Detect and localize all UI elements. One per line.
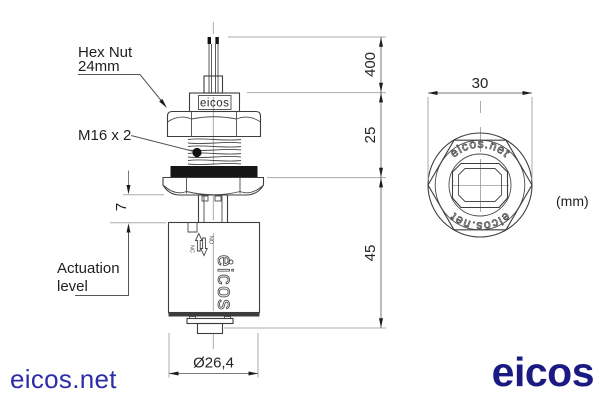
actuation-label-line1: Actuation bbox=[57, 260, 120, 277]
top-view-socket-outer bbox=[451, 162, 509, 209]
dimension-float-diameter: Ø26,4 bbox=[168, 333, 259, 378]
float-logo-text: eicos bbox=[213, 255, 236, 312]
switch-nc-label: NC bbox=[189, 245, 195, 253]
dim-30-text: 30 bbox=[472, 75, 489, 92]
top-view-inner-circle bbox=[434, 139, 526, 231]
cap-logo-text: eicos bbox=[200, 98, 229, 110]
hex-nut bbox=[166, 110, 262, 138]
bottom-flange bbox=[186, 316, 234, 335]
wire-tip-right bbox=[215, 37, 219, 44]
hex-nut-label-line1: Hex Nut bbox=[78, 44, 133, 61]
hex-nut-label-line2: 24mm bbox=[78, 58, 120, 75]
float-logo-mark-icon bbox=[228, 259, 234, 265]
switch-direction-icon bbox=[194, 232, 208, 257]
float-bottom-band bbox=[168, 312, 260, 317]
leader-dot bbox=[192, 147, 202, 158]
cable-wires bbox=[203, 37, 224, 94]
housing-cap: eicos bbox=[188, 92, 241, 113]
actuation-label-line2: level bbox=[57, 278, 88, 295]
units-note: (mm) bbox=[556, 193, 589, 209]
gasket bbox=[170, 166, 258, 178]
dimension-actuation-offset: 7 bbox=[110, 170, 166, 224]
dim-25-text: 25 bbox=[362, 127, 379, 144]
callout-thread-spec: M16 x 2 bbox=[78, 127, 202, 158]
dimension-top-width: 30 bbox=[427, 75, 533, 180]
top-view-hex-nut bbox=[427, 139, 533, 231]
switch-no-label: NO bbox=[208, 236, 214, 245]
front-view: eicos bbox=[162, 22, 265, 349]
dim-400-text: 400 bbox=[362, 52, 379, 77]
lower-hex-nut bbox=[162, 176, 265, 196]
website-link[interactable]: eicos.net bbox=[10, 364, 117, 394]
thread-spec-label: M16 x 2 bbox=[78, 127, 131, 144]
callout-hex-nut: Hex Nut 24mm bbox=[78, 44, 167, 108]
dim-7-text: 7 bbox=[113, 203, 130, 211]
top-view-socket-inner bbox=[458, 168, 502, 202]
top-view-centerlines bbox=[452, 101, 509, 212]
float-body: NO NC eicos bbox=[167, 221, 261, 317]
stem bbox=[197, 195, 229, 222]
callout-actuation-level: Actuation level bbox=[57, 223, 131, 296]
wire-tip-left bbox=[207, 37, 211, 44]
dimension-chain-right: 400 25 45 bbox=[224, 36, 386, 329]
thread-lines bbox=[187, 138, 242, 166]
dim-45-text: 45 bbox=[362, 245, 379, 262]
brand-logo: eicos bbox=[491, 349, 595, 395]
cable-sheath bbox=[203, 75, 224, 94]
top-view-ring-circle bbox=[448, 153, 512, 217]
top-view: eicos.net eicos.net 30 (mm) bbox=[427, 75, 589, 238]
dim-diameter-text: Ø26,4 bbox=[193, 355, 234, 372]
